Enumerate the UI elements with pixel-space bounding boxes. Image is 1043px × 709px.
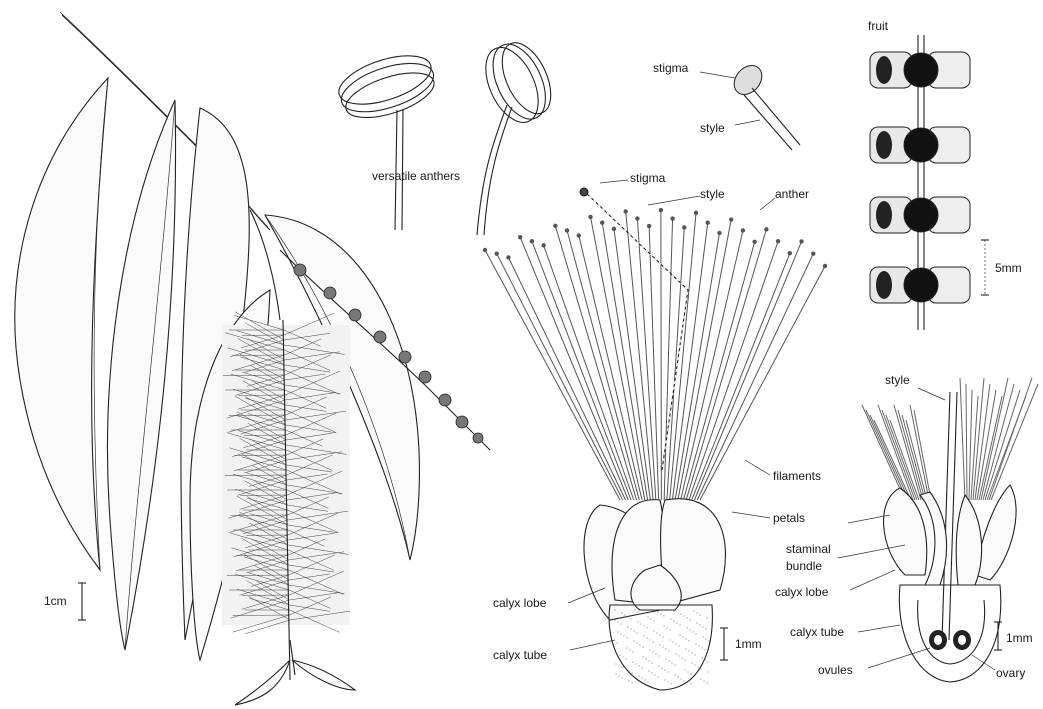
- flower-illustration: 1mm stigma style anther filaments petals…: [483, 171, 827, 690]
- label-calyx-tube-section: calyx tube: [790, 625, 844, 639]
- leaf: [108, 100, 176, 650]
- scale-bar-1mm-flower: 1mm: [720, 628, 762, 660]
- scale-bar-1mm-section: 1mm: [994, 622, 1033, 650]
- label-calyx-lobe-section: calyx lobe: [775, 585, 829, 599]
- label-bundle: bundle: [786, 559, 822, 573]
- label-stigma-detail: stigma: [653, 61, 689, 75]
- label-stigma: stigma: [630, 171, 666, 185]
- versatile-anthers-illustration: versatile anthers: [333, 35, 561, 235]
- label-petals: petals: [773, 511, 805, 525]
- label-filaments: filaments: [773, 469, 821, 483]
- flower-section-illustration: 1mm style staminal bundle calyx lobe cal…: [775, 373, 1038, 682]
- label-1mm-flower: 1mm: [735, 637, 762, 651]
- label-1cm: 1cm: [44, 594, 67, 608]
- label-style: style: [700, 187, 725, 201]
- label-ovary: ovary: [996, 666, 1025, 680]
- label-calyx-tube: calyx tube: [493, 648, 547, 662]
- label-5mm: 5mm: [995, 261, 1022, 275]
- label-fruit: fruit: [868, 19, 889, 33]
- bottlebrush-spike: [222, 312, 355, 705]
- label-versatile-anthers: versatile anthers: [372, 169, 460, 183]
- label-calyx-lobe: calyx lobe: [493, 596, 547, 610]
- branch-illustration: 1cm: [15, 12, 490, 705]
- label-style-detail: style: [700, 121, 725, 135]
- leaf: [15, 78, 108, 570]
- label-1mm-section: 1mm: [1006, 631, 1033, 645]
- label-ovules: ovules: [818, 663, 853, 677]
- label-staminal: staminal: [786, 542, 831, 556]
- fruit-illustration: fruit 5mm: [868, 19, 1022, 330]
- scale-bar-5mm: 5mm: [981, 240, 1022, 295]
- label-anther: anther: [775, 187, 809, 201]
- scale-bar-1cm: 1cm: [44, 583, 86, 620]
- label-style-section: style: [885, 373, 910, 387]
- stigma-style-detail: stigma style: [653, 60, 800, 150]
